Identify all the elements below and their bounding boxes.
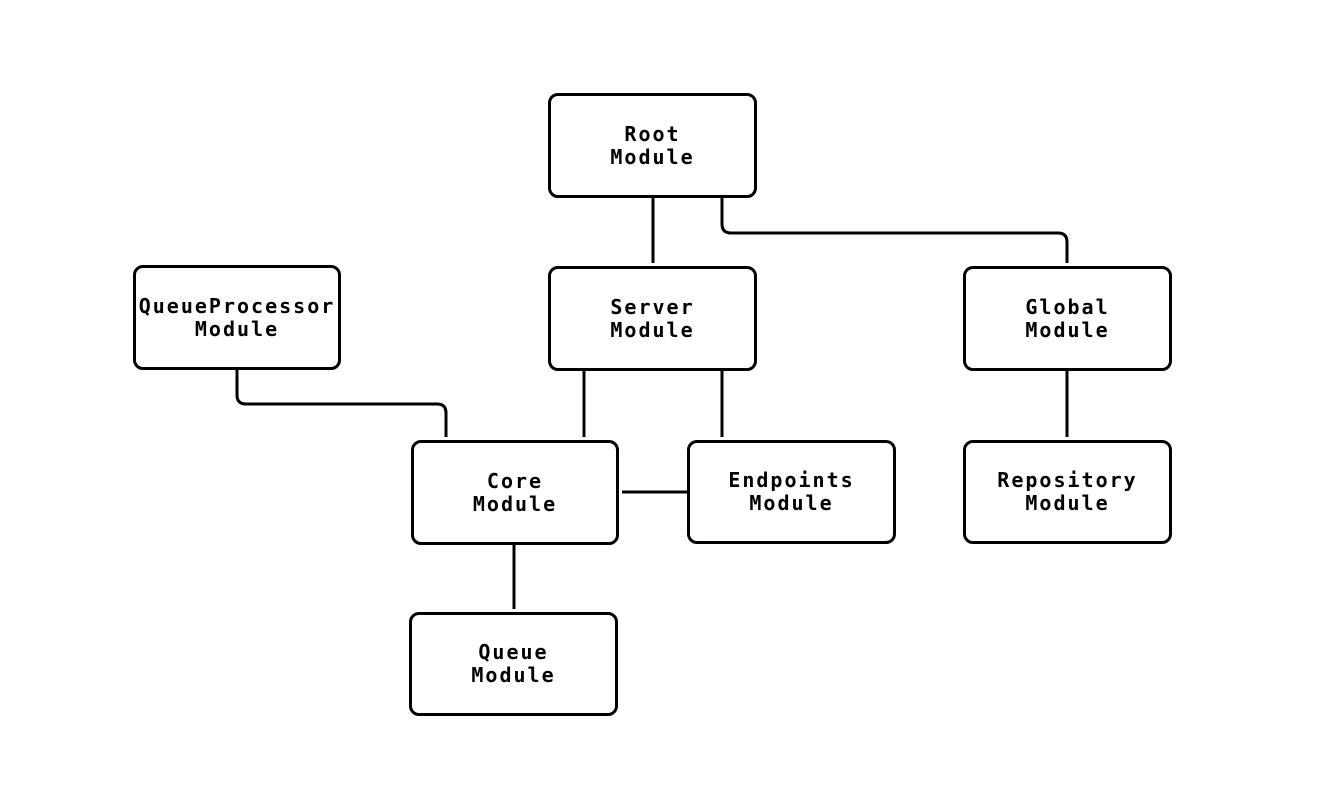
module-node-label: Server [610, 294, 695, 319]
module-node-label: Queue [478, 640, 549, 664]
module-node-label: Module [610, 144, 695, 169]
module-node-label: Module [471, 663, 556, 687]
module-node-label: Module [1025, 317, 1110, 342]
module-node-label: Repository [997, 468, 1138, 492]
module-node-label: Module [194, 316, 280, 341]
edge-queueprocessor-to-core [235, 370, 448, 437]
module-node-label: Core [486, 468, 544, 493]
module-node-label: Module [472, 491, 558, 516]
module-node-label: QueueProcessor [138, 293, 336, 318]
module-node-label: Module [749, 491, 834, 515]
module-node-label: Module [610, 317, 695, 342]
module-node-label: Global [1025, 294, 1110, 319]
module-node-label: Root [624, 121, 681, 146]
module-node-label: Module [1025, 491, 1110, 515]
module-node-label: Endpoints [728, 468, 855, 492]
edge-root-to-global [720, 198, 1069, 263]
